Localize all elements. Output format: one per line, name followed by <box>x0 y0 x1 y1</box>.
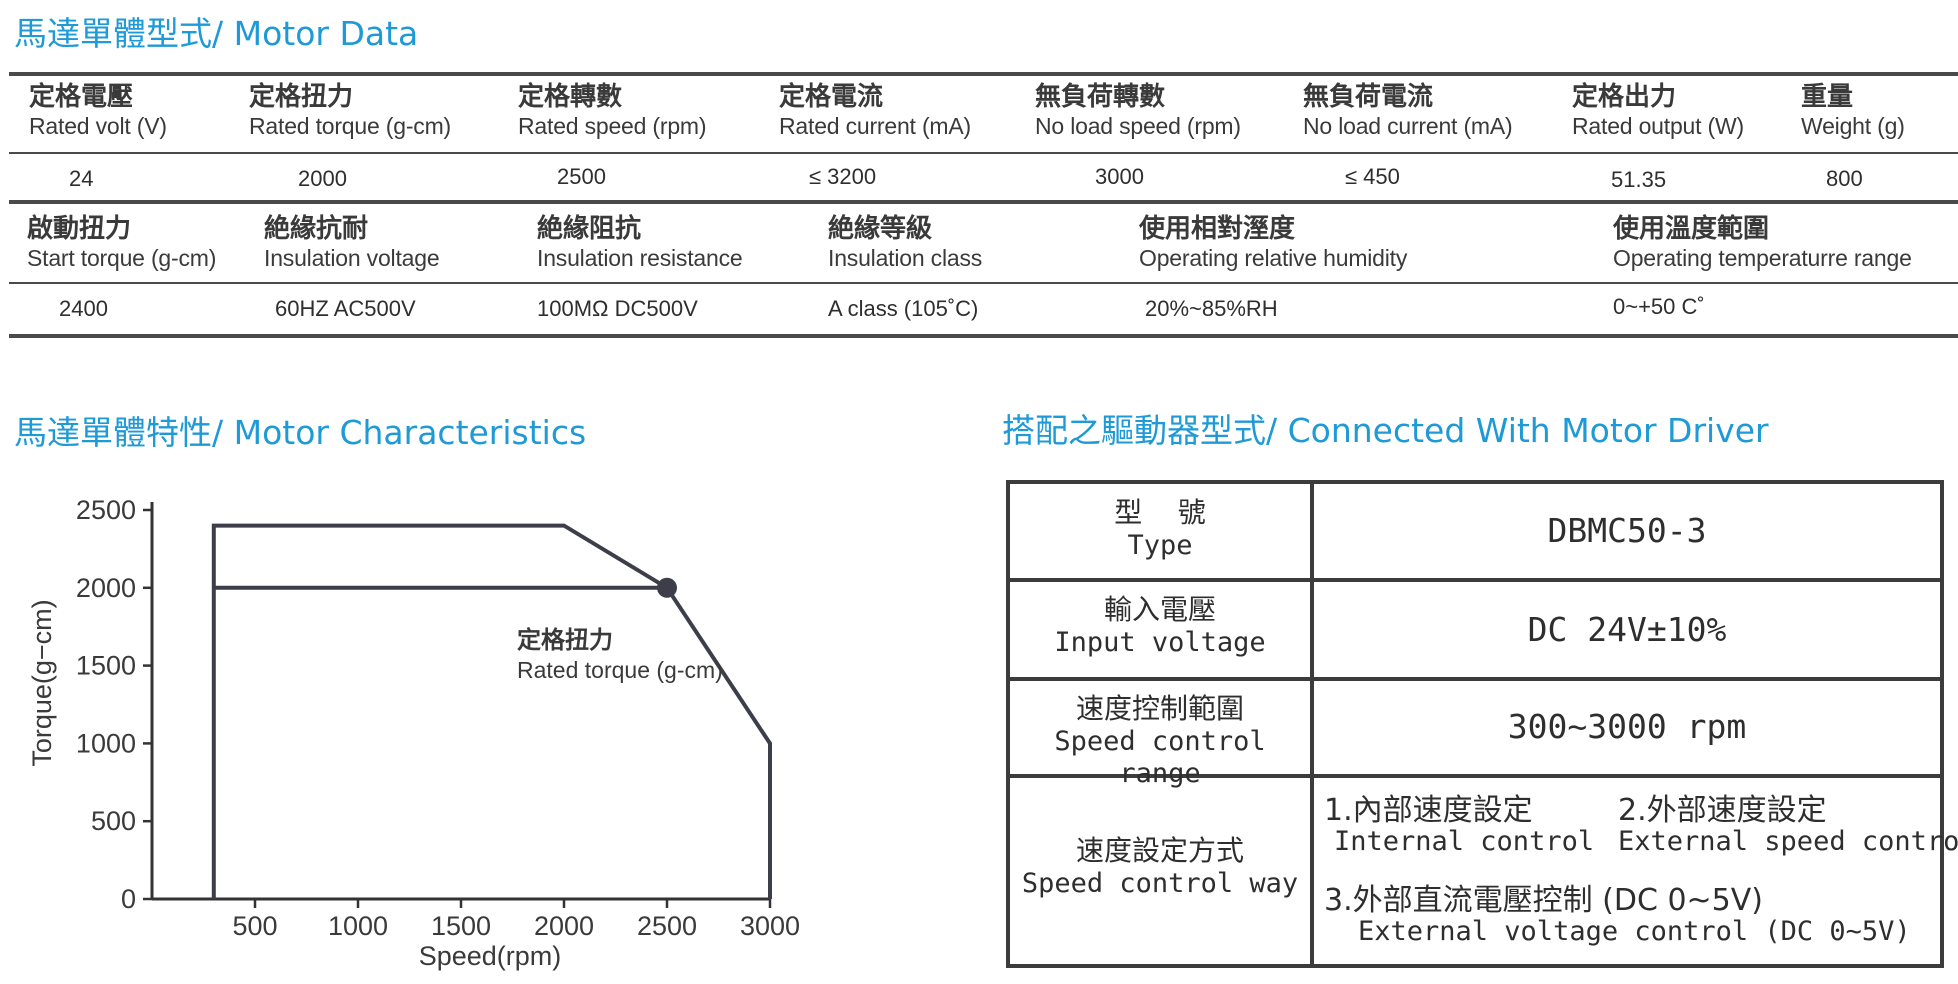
value-no-load-speed: 3000 <box>1095 164 1144 189</box>
value-rated-output: 51.35 <box>1611 167 1667 192</box>
rated-torque-annotation-en: Rated torque (g-cm) <box>517 657 723 683</box>
value-rated-speed: 2500 <box>557 164 606 189</box>
chart-curves <box>211 523 772 899</box>
y-tick-label: 1000 <box>76 728 136 758</box>
y-axis-label: Torque(g−cm) <box>27 599 57 766</box>
chart-axes <box>143 502 772 908</box>
motor-characteristics-chart: 0 500 1000 1500 2000 2500 500 1000 1500 2000 2500 3… <box>27 495 800 971</box>
driver-value-type: DBMC50-3 <box>1547 511 1707 550</box>
y-tick-label: 500 <box>91 806 136 836</box>
torque-speed-envelope <box>211 523 772 899</box>
x-tick-label: 3000 <box>740 911 800 941</box>
driver-label-input-voltage: 輸入電壓 Input voltage <box>1054 593 1266 658</box>
value-insulation-resistance: 100MΩ DC500V <box>537 296 698 321</box>
y-tick-label: 2500 <box>76 495 136 525</box>
value-temperature-range: 0~+50 C˚ <box>1613 294 1705 319</box>
value-insulation-voltage: 60HZ AC500V <box>275 296 416 321</box>
value-start-torque: 2400 <box>59 296 108 321</box>
rated-torque-annotation-zh: 定格扭力 <box>517 626 613 654</box>
driver-table-divider <box>1310 484 1314 964</box>
x-axis-label: Speed(rpm) <box>419 941 562 971</box>
driver-option-external-voltage: 3.外部直流電壓控制 (DC 0~5V) External voltage co… <box>1324 883 1911 947</box>
driver-row-rule-1 <box>1010 578 1940 582</box>
table1-header-rule <box>9 152 1958 154</box>
driver-label-speed-range: 速度控制範圍 Speed control range <box>1054 692 1266 789</box>
value-rated-current: ≤ 3200 <box>809 164 877 189</box>
x-tick-label: 2500 <box>637 911 697 941</box>
table2-bottom-rule <box>9 334 1958 338</box>
value-rated-torque: 2000 <box>298 166 347 191</box>
driver-label-type: 型 號 Type <box>1114 496 1206 561</box>
driver-value-speed-range: 300~3000 rpm <box>1507 707 1747 746</box>
driver-option-external-speed: 2.外部速度設定 External speed control <box>1618 793 1958 857</box>
x-tick-label: 1500 <box>431 911 491 941</box>
driver-table: 型 號 Type DBMC50-3 輸入電壓 Input voltage DC … <box>1006 480 1958 968</box>
y-tick-label: 1500 <box>76 651 136 681</box>
chart-tick-labels: 0 500 1000 1500 2000 2500 500 1000 1500 2000 2500 3… <box>76 495 800 941</box>
value-insulation-class: A class (105˚C) <box>828 296 979 321</box>
table2-header-rule <box>9 282 1958 284</box>
driver-value-input-voltage: DC 24V±10% <box>1527 610 1727 649</box>
table1-bottom-rule <box>9 200 1958 204</box>
y-tick-label: 2000 <box>76 573 136 603</box>
motor-data-title: 馬達單體型式/ Motor Data <box>14 14 419 53</box>
driver-row-rule-2 <box>1010 677 1940 681</box>
driver-label-speed-control-way: 速度設定方式 Speed control way <box>1021 834 1299 899</box>
motor-characteristics-title: 馬達單體特性/ Motor Characteristics <box>14 413 587 452</box>
x-tick-label: 1000 <box>328 911 388 941</box>
driver-option-internal: 1.內部速度設定 Internal control <box>1324 793 1595 857</box>
value-rated-volt: 24 <box>69 166 94 191</box>
value-relative-humidity: 20%~85%RH <box>1145 296 1278 321</box>
table1-top-rule <box>9 72 1958 76</box>
x-tick-label: 500 <box>232 911 277 941</box>
rated-point-marker <box>657 577 677 598</box>
x-tick-label: 2000 <box>534 911 594 941</box>
y-tick-label: 0 <box>121 884 136 914</box>
value-weight: 800 <box>1826 166 1863 191</box>
driver-row-rule-3 <box>1010 774 1940 778</box>
value-no-load-current: ≤ 450 <box>1345 164 1400 189</box>
driver-title: 搭配之驅動器型式/ Connected With Motor Driver <box>1002 411 1769 450</box>
